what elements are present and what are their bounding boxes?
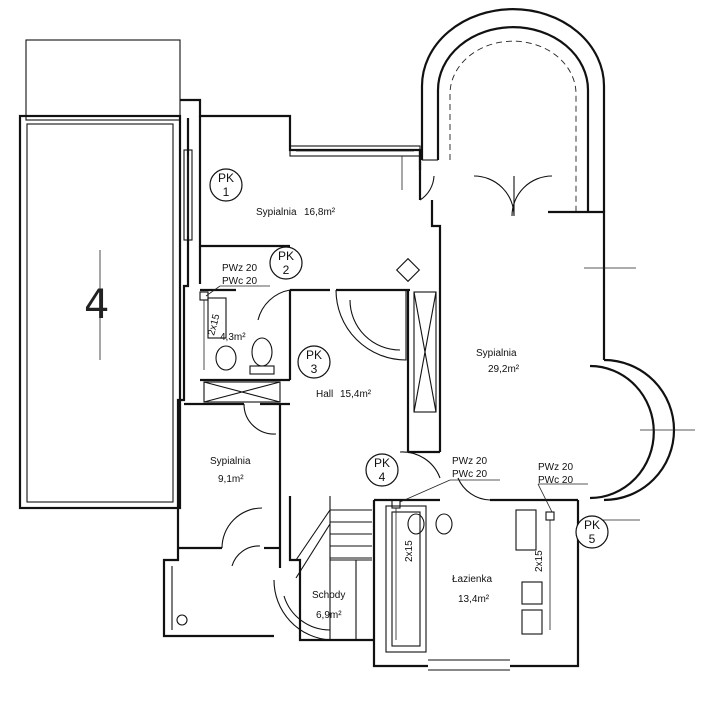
- room-area-sypialnia-3: 9,1m²: [218, 474, 244, 485]
- pipe-label-2x15-bath-right: 2x15: [534, 550, 545, 572]
- pk-marker-4-num: 4: [379, 470, 386, 484]
- pk-marker-4: PK 4: [365, 453, 399, 487]
- pipe-label-pwz-3: PWz 20: [538, 462, 573, 473]
- pk-marker-4-label: PK: [374, 456, 390, 470]
- doors: [221, 175, 553, 567]
- pipe-labels: PWz 20 PWc 20 PWz 20 PWc 20 PWz 20 PWc 2…: [206, 263, 573, 572]
- pipe-label-pwc-3: PWc 20: [538, 475, 573, 486]
- pk-marker-5-num: 5: [589, 532, 596, 546]
- pipe-label-pwc-1: PWc 20: [222, 276, 257, 287]
- pk-marker-1-label: PK: [218, 171, 234, 185]
- pipe-risers: [199, 291, 555, 640]
- room-name-sypialnia-2: Sypialnia: [476, 348, 517, 359]
- pipe-label-pwz-1: PWz 20: [222, 263, 257, 274]
- pk-marker-3: PK 3: [297, 345, 331, 379]
- pk-marker-2-num: 2: [283, 263, 290, 277]
- room-name-lazienka: Łazienka: [452, 574, 492, 585]
- pk-marker-2-label: PK: [278, 249, 294, 263]
- pk-marker-2: PK 2: [269, 246, 303, 280]
- inner-walls: [178, 244, 440, 568]
- windows: [183, 145, 421, 241]
- pk-marker-3-num: 3: [311, 362, 318, 376]
- room-area-hall: 15,4m²: [340, 389, 372, 400]
- room-name-sypialnia-3: Sypialnia: [210, 456, 251, 467]
- pk-marker-5: PK 5: [575, 515, 609, 549]
- terrace-number: 4: [84, 282, 109, 328]
- pipe-label-2x15-bath-left: 2x15: [404, 540, 415, 562]
- room-labels: Sypialnia 16,8m² 4,3m² Hall 15,4m² Sypia…: [210, 207, 520, 621]
- pk-marker-5-label: PK: [584, 518, 600, 532]
- stairs: [273, 496, 374, 642]
- room-area-wc: 4,3m²: [220, 332, 246, 343]
- pipe-label-pwz-2: PWz 20: [452, 456, 487, 467]
- pipe-label-pwc-2: PWc 20: [452, 469, 487, 480]
- terrace: 4: [18, 39, 182, 510]
- room-name-schody: Schody: [312, 590, 345, 601]
- room-area-sypialnia-1: 16,8m²: [304, 207, 336, 218]
- room-name-sypialnia-1: Sypialnia: [256, 207, 297, 218]
- pk-marker-3-label: PK: [306, 348, 322, 362]
- outer-walls: [162, 98, 695, 671]
- balcony: [420, 8, 606, 213]
- room-name-hall: Hall: [316, 389, 333, 400]
- room-area-lazienka: 13,4m²: [458, 594, 490, 605]
- wc-fixtures: [207, 297, 275, 375]
- room-area-sypialnia-2: 29,2m²: [488, 364, 520, 375]
- bathroom-fixtures: [385, 505, 543, 653]
- pk-marker-1: PK 1: [209, 168, 243, 202]
- pk-marker-1-num: 1: [223, 185, 230, 199]
- room-area-schody: 6,9m²: [316, 610, 342, 621]
- pipe-leaders: [205, 285, 588, 513]
